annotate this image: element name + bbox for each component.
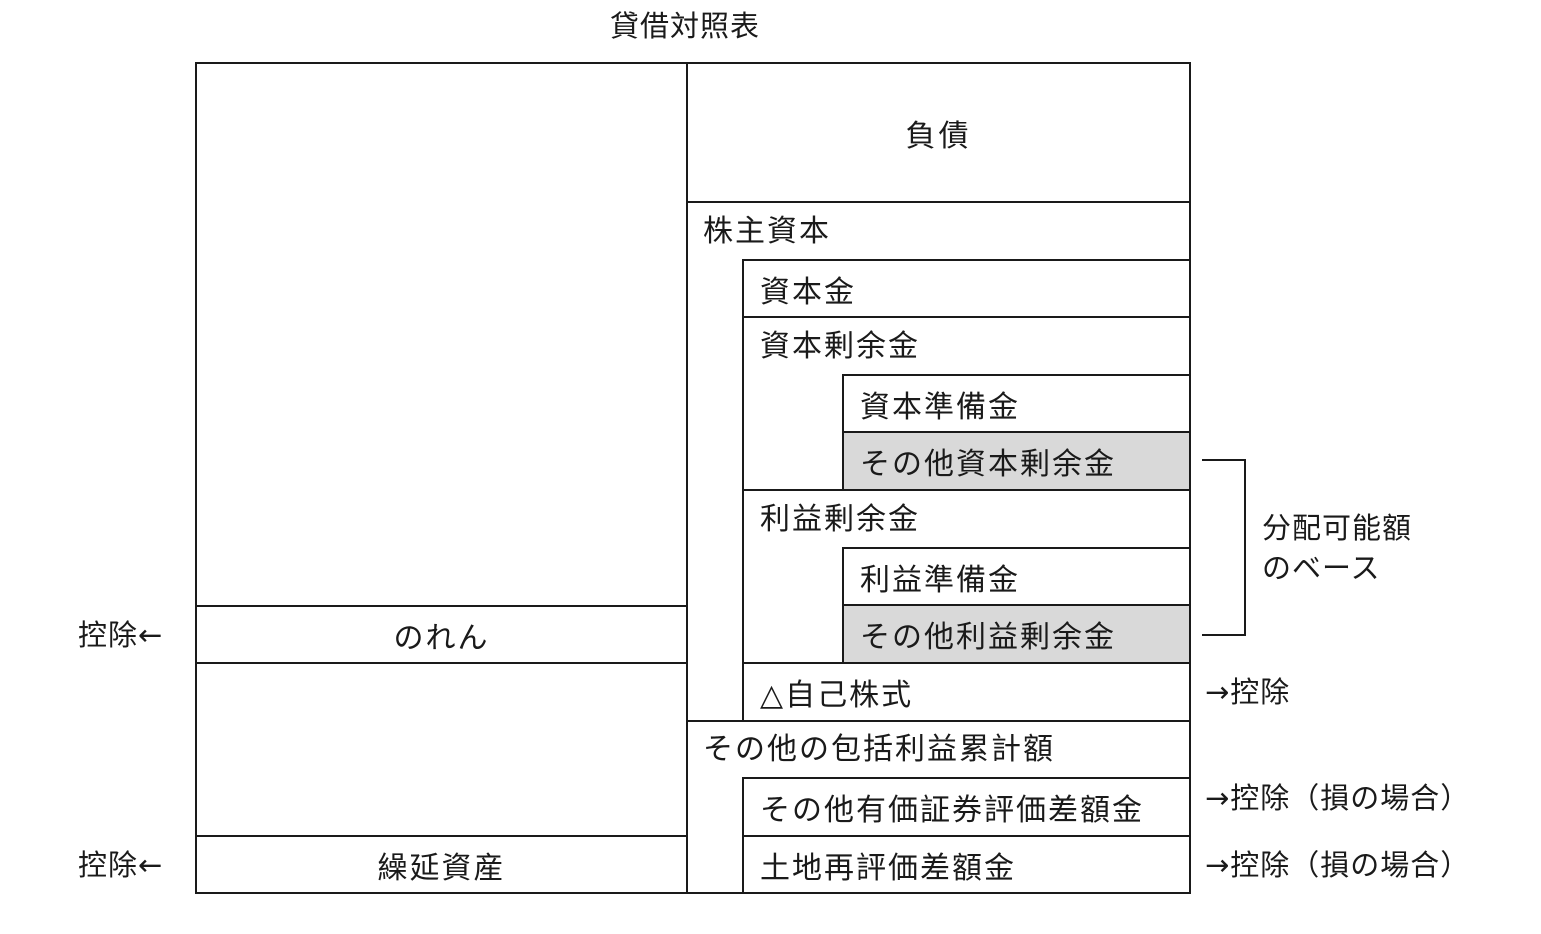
land-revaluation-cell: 土地再評価差額金 xyxy=(742,835,1191,894)
legal-retained-earnings-cell: 利益準備金 xyxy=(842,547,1191,606)
other-retained-earnings-cell: その他利益剰余金 xyxy=(842,604,1191,664)
goodwill-cell: のれん xyxy=(195,605,688,664)
distributable-base-line2: のベース xyxy=(1262,551,1381,585)
deduct-left-deferred: 控除← xyxy=(78,848,164,882)
assets-area xyxy=(195,62,688,607)
deduct-left-goodwill: 控除← xyxy=(78,618,164,652)
capital-surplus-label: 資本剰余金 xyxy=(760,329,920,364)
legal-capital-surplus-cell: 資本準備金 xyxy=(842,374,1191,433)
distributable-base-line1: 分配可能額 xyxy=(1262,511,1413,545)
retained-earnings-label: 利益剰余金 xyxy=(760,502,920,537)
deduct-right-securities: →控除（損の場合） xyxy=(1205,781,1471,815)
assets-middle-area xyxy=(195,662,688,837)
other-capital-surplus-cell: その他資本剰余金 xyxy=(842,431,1191,491)
shareholders-equity-label: 株主資本 xyxy=(703,214,831,249)
deduct-right-treasury: →控除 xyxy=(1205,675,1291,709)
treasury-stock-cell: △自己株式 xyxy=(742,662,1191,722)
diagram-title: 貸借対照表 xyxy=(609,9,760,43)
securities-valuation-cell: その他有価証券評価差額金 xyxy=(742,777,1191,837)
liabilities-cell: 負債 xyxy=(686,62,1191,203)
deferred-assets-cell: 繰延資産 xyxy=(195,835,688,894)
accumulated-oci-label: その他の包括利益累計額 xyxy=(703,732,1055,767)
deduct-right-land: →控除（損の場合） xyxy=(1205,848,1471,882)
distributable-bracket xyxy=(1202,459,1246,636)
capital-stock-cell: 資本金 xyxy=(742,259,1191,318)
